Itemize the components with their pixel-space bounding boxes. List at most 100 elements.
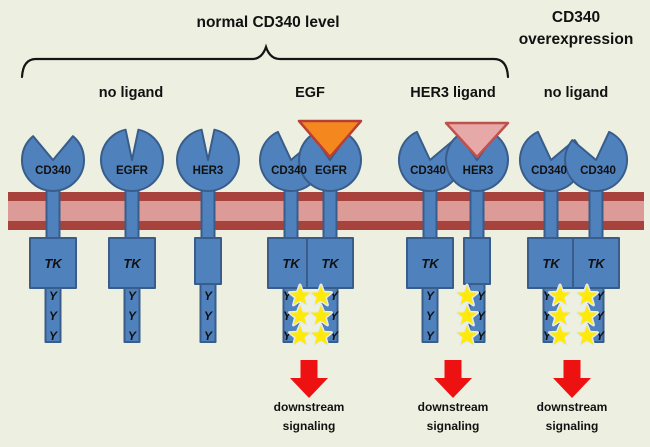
right-title-line2: overexpression [519,31,634,48]
group-title: normal CD340 level [196,14,339,31]
phospho-y: Y [596,309,605,323]
phospho-y: Y [543,289,552,303]
tk-domain-box [29,237,77,289]
signal-block-her3: downstream signaling [418,360,489,433]
receptor-name: CD340 [410,165,446,177]
phospho-y: Y [128,289,137,303]
signal-block-overexpression: downstream signaling [537,360,608,433]
receptor-name: CD340 [35,165,71,177]
condition-no-ligand-2: no ligand [544,85,608,101]
tk-label: TK [587,256,606,271]
ectodomain-head [100,128,164,193]
condition-her3-ligand: HER3 ligand [410,85,495,101]
receptor-name: CD340 [531,165,567,177]
receptor-name: EGFR [315,165,348,177]
phospho-y: Y [283,289,292,303]
phospho-y: Y [477,289,486,303]
ectodomain-head [445,133,509,192]
down-arrow-icon [290,360,328,398]
phospho-y: Y [596,329,605,343]
tk-label: TK [321,256,340,271]
phosphorylation-star [548,283,572,307]
phospho-y: Y [477,329,486,343]
receptor-name: HER3 [193,165,224,177]
phospho-y: Y [426,329,435,343]
tk-label: TK [542,256,561,271]
phospho-y: Y [49,289,58,303]
down-arrow-icon [434,360,472,398]
phospho-y: Y [330,309,339,323]
condition-no-ligand-1: no ligand [99,85,163,101]
phospho-y: Y [49,309,58,323]
phospho-y: Y [596,289,605,303]
dimer-cd340-her3: CD340 HER3 TK Y Y Y Y Y Y [397,121,510,347]
tk-domain-box [406,237,454,289]
signal-word2: signaling [427,419,480,433]
receptor-egfr-monomer: EGFR TK Y Y Y [100,128,164,343]
phosphorylation-star [288,303,312,327]
phospho-y: Y [426,289,435,303]
inactive-kinase-box [463,237,491,285]
phosphorylation-star [309,323,333,347]
phospho-y: Y [204,289,213,303]
phospho-y: Y [543,329,552,343]
phosphorylation-star [455,303,479,327]
tk-domain-box [572,237,620,289]
receptor-name: CD340 [271,165,307,177]
receptor-name: HER3 [463,165,494,177]
receptor-her3-monomer: HER3 Y Y Y [176,128,240,343]
phosphorylation-star [548,303,572,327]
phosphorylation-star [548,323,572,347]
tk-domain-box [108,237,156,289]
phospho-y: Y [128,309,137,323]
phosphorylation-star [455,283,479,307]
ectodomain-head [176,128,240,193]
her3-ligand-triangle [444,121,510,159]
ectodomain-head [21,135,85,192]
phospho-y: Y [543,309,552,323]
phosphorylation-star [575,323,599,347]
phospho-y: Y [330,289,339,303]
phosphorylation-star [309,303,333,327]
signal-word2: signaling [283,419,336,433]
signal-word1: downstream [537,400,608,414]
phospho-y: Y [49,329,58,343]
right-title-line1: CD340 [552,9,600,26]
receptor-name: CD340 [580,165,616,177]
phospho-y: Y [204,309,213,323]
tk-label: TK [282,256,301,271]
phospho-y: Y [283,309,292,323]
phosphorylation-star [288,323,312,347]
phospho-y: Y [330,329,339,343]
phosphorylation-star [288,283,312,307]
phosphorylation-star [575,303,599,327]
signal-block-egf: downstream signaling [274,360,345,433]
phosphorylation-star [309,283,333,307]
signal-word1: downstream [274,400,345,414]
dimer-cd340-egfr: CD340 EGFR TK TK Y Y Y Y Y Y [259,119,363,347]
phospho-y: Y [128,329,137,343]
phosphorylation-star [455,323,479,347]
dimer-cd340-cd340: CD340 CD340 TK TK Y Y Y Y Y Y [518,130,629,347]
signal-word2: signaling [546,419,599,433]
inactive-kinase-box [194,237,222,285]
phospho-y: Y [283,329,292,343]
phospho-y: Y [426,309,435,323]
tk-label: TK [421,256,440,271]
tk-label: TK [123,256,142,271]
condition-egf: EGF [295,85,325,101]
phospho-y: Y [477,309,486,323]
signal-word1: downstream [418,400,489,414]
tk-label: TK [44,256,63,271]
ectodomain-head [298,133,362,192]
down-arrow-icon [553,360,591,398]
receptor-name: EGFR [116,165,149,177]
ectodomain-head [564,130,629,192]
tk-domain-box [306,237,354,289]
phosphorylation-star [575,283,599,307]
group-brace [20,43,510,79]
phospho-y: Y [204,329,213,343]
egf-ligand-triangle [297,119,363,159]
